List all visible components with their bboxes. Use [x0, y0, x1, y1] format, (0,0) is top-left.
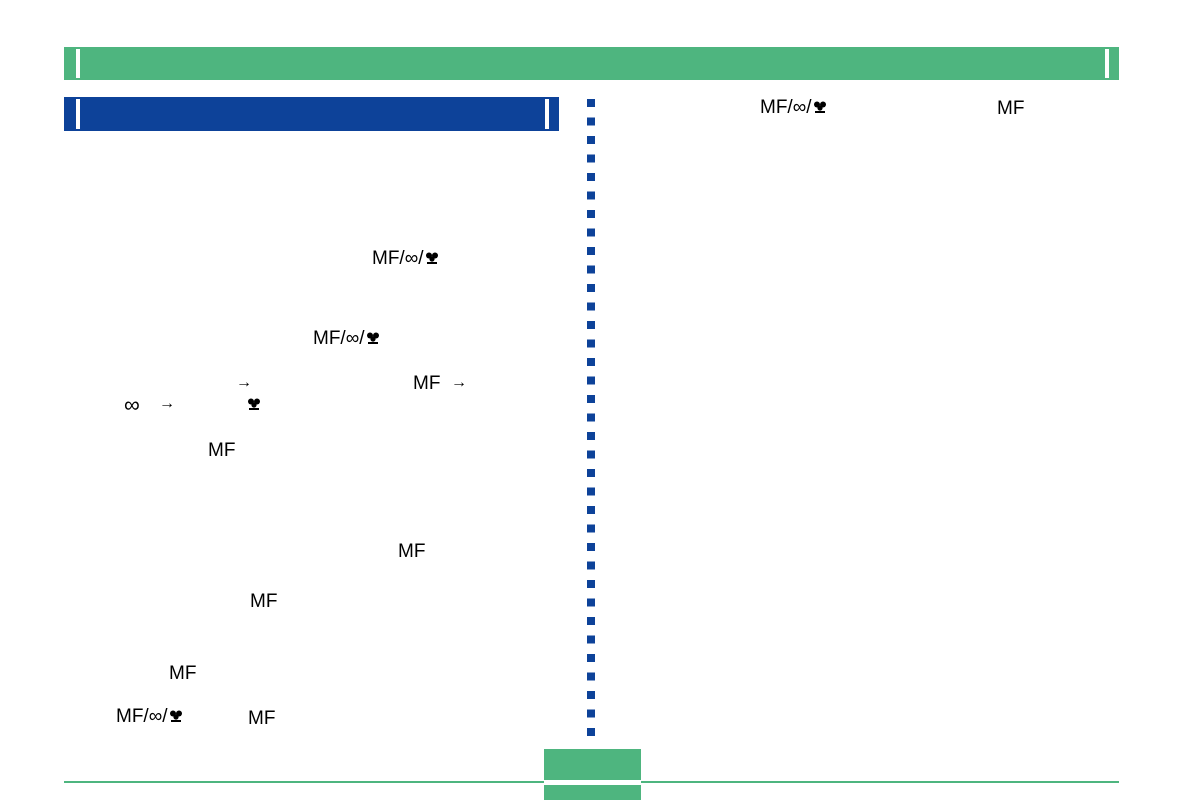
- mf-inf-macro-label: MF/∞/: [760, 97, 827, 119]
- macro-flower-icon: [169, 710, 182, 722]
- infinity-symbol: ∞: [124, 392, 140, 417]
- page-tab-gap: [544, 780, 641, 785]
- column-divider: [587, 99, 597, 739]
- mf-label: MF: [169, 663, 197, 684]
- section-heading-bar: [64, 97, 559, 131]
- arrow-icon: →: [159, 395, 175, 412]
- macro-flower-icon: [248, 398, 260, 410]
- mf-label: MF: [398, 541, 426, 562]
- page-number-tab: [544, 749, 641, 800]
- mf-inf-macro-label: MF/∞/: [116, 706, 183, 728]
- macro-flower-icon: [813, 101, 826, 113]
- arrow-icon: →: [236, 374, 252, 391]
- mf-label: MF: [413, 373, 441, 394]
- mf-label: MF: [248, 708, 276, 729]
- mf-inf-macro-label: MF/∞/: [313, 328, 380, 350]
- mf-inf-macro-label: MF/∞/: [372, 248, 439, 270]
- section-bar-notch-left: [76, 99, 80, 129]
- header-bar-notch-left: [76, 49, 80, 78]
- macro-flower-icon: [366, 332, 379, 344]
- mf-label: MF: [997, 98, 1025, 119]
- mf-label: MF: [250, 591, 278, 612]
- chapter-header-bar: [64, 47, 1119, 80]
- section-bar-notch-right: [545, 99, 549, 129]
- arrow-icon: →: [451, 374, 467, 391]
- macro-flower-icon: [425, 252, 438, 264]
- mf-label: MF: [208, 440, 236, 461]
- header-bar-notch-right: [1105, 49, 1109, 78]
